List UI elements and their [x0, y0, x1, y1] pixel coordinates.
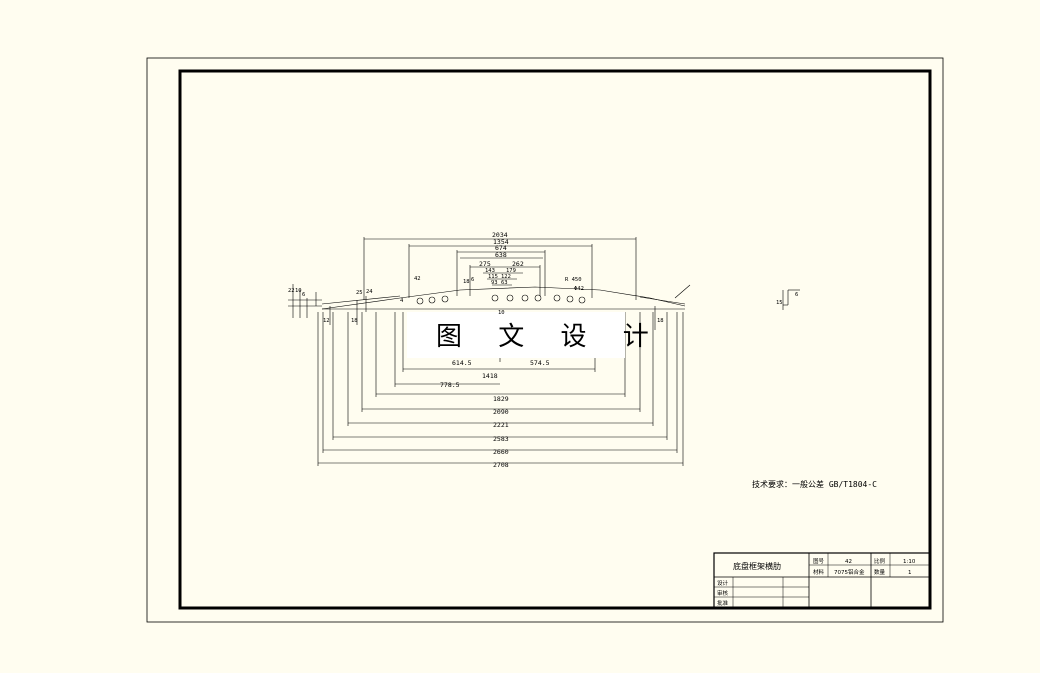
- dim-label: 778.5: [440, 381, 460, 389]
- dim-label: 262: [512, 260, 524, 268]
- hole: [553, 294, 561, 302]
- row-design: 设计: [717, 579, 729, 587]
- inner-frame: [178, 69, 932, 610]
- hole: [578, 296, 586, 304]
- dim-label: 22: [288, 288, 295, 294]
- label-material: 材料: [813, 568, 825, 576]
- dim-label: Φ42: [574, 286, 584, 292]
- dim-label: 6: [795, 292, 798, 298]
- label-drawing-no: 图号: [813, 557, 825, 565]
- dim-label: 93: [491, 280, 498, 286]
- dim-label: 1418: [482, 372, 498, 380]
- count-value: 1: [908, 570, 912, 576]
- dim-label: 143: [485, 268, 495, 274]
- dim-label: 2708: [493, 461, 509, 469]
- dim-label: 18: [351, 318, 358, 324]
- dim-label: 10: [295, 288, 302, 294]
- dim-label: 2034: [492, 231, 508, 239]
- dim-label: 18: [463, 279, 470, 285]
- hole: [416, 297, 424, 305]
- dim-label: 122: [501, 274, 511, 280]
- hole: [441, 295, 449, 303]
- label-scale: 比例: [874, 557, 886, 565]
- dim-label: 2583: [493, 435, 509, 443]
- dim-label: 115: [488, 274, 498, 280]
- dim-label: 614.5: [452, 359, 472, 367]
- hole: [566, 295, 574, 303]
- hole: [506, 294, 514, 302]
- row-approve: 批准: [717, 599, 729, 607]
- part-name: 底盘框架横肋: [733, 561, 781, 571]
- dim-label: 2221: [493, 421, 509, 429]
- technical-requirement: 技术要求：一般公差 GB/T1804-C: [752, 479, 877, 489]
- dim-label: 25: [356, 290, 363, 296]
- part-drawing: [288, 237, 800, 466]
- dim-label: 42: [414, 276, 421, 282]
- scale-value: 1:10: [903, 559, 916, 565]
- watermark-box: [407, 312, 625, 358]
- drawing-no-value: 42: [845, 559, 852, 565]
- hole: [521, 294, 529, 302]
- dim-label: R 450: [565, 277, 582, 283]
- dim-label: 2660: [493, 448, 509, 456]
- dim-label: 18: [657, 318, 664, 324]
- outer-frame: [146, 57, 944, 623]
- material-value: 7075铝合金: [834, 568, 865, 576]
- row-check: 审核: [717, 589, 729, 597]
- dim-label: 4: [400, 298, 404, 304]
- watermark-text: 图 文 设 计: [436, 322, 663, 352]
- title-block: [713, 552, 931, 609]
- dim-label: 1354: [493, 238, 509, 246]
- hole: [491, 294, 499, 302]
- rib-top-profile: [321, 286, 686, 310]
- hole: [534, 294, 542, 302]
- dim-label: 638: [495, 251, 507, 259]
- dim-label: 674: [495, 244, 507, 252]
- dim-label: 574.5: [530, 359, 550, 367]
- dim-label: 63: [501, 280, 508, 286]
- dim-label: 6: [302, 292, 305, 298]
- dim-label: 10: [498, 310, 505, 316]
- dim-label: 2090: [493, 408, 509, 416]
- dim-label: 275: [479, 260, 491, 268]
- dim-label: 6: [471, 277, 474, 283]
- dim-label: 1829: [493, 395, 509, 403]
- dim-label: 24: [366, 289, 373, 295]
- hole: [428, 296, 436, 304]
- dim-label: 12: [323, 318, 330, 324]
- label-count: 数量: [874, 568, 886, 576]
- dim-label: 15: [776, 300, 783, 306]
- dim-label: 179: [506, 268, 516, 274]
